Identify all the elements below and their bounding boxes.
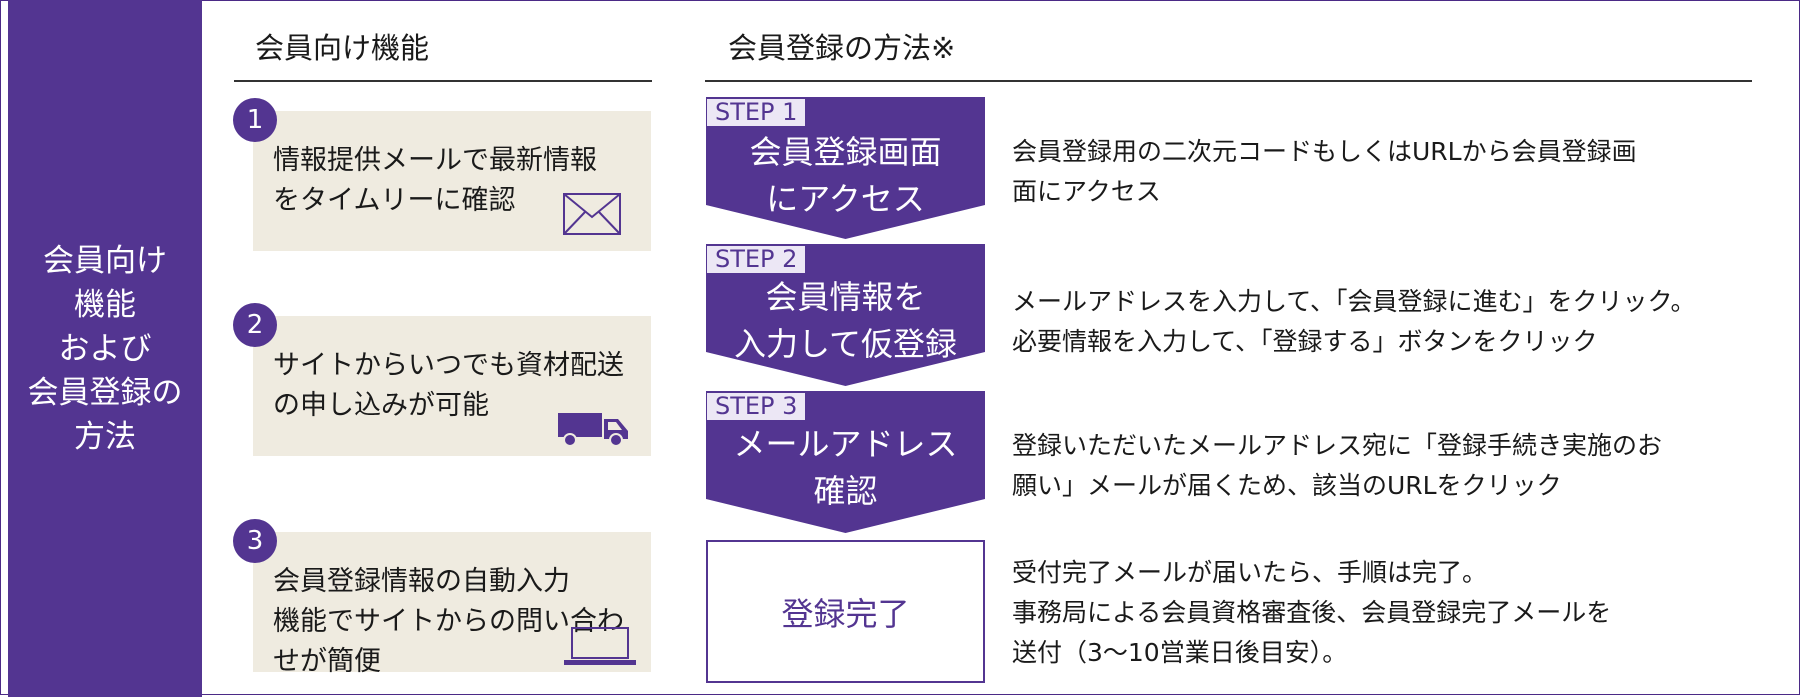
step-1-title: 会員登録画面 にアクセス — [749, 133, 942, 218]
completion-box: 登録完了 — [706, 540, 985, 683]
feature-text-3: 会員登録情報の自動入力 機能でサイトからの問い合わ せが簡便 — [273, 566, 624, 677]
step-1-label: STEP 1 — [706, 98, 807, 127]
feature-card-1: 情報提供メールで最新情報 をタイムリーに確認 — [253, 111, 651, 251]
feature-number-2: 2 — [233, 303, 277, 347]
step-3-chevron — [706, 391, 985, 533]
feature-card-2: サイトからいつでも資材配送 の申し込みが可能 — [253, 316, 651, 456]
feature-text-1: 情報提供メールで最新情報 をタイムリーに確認 — [273, 145, 597, 216]
feature-number-1: 1 — [233, 98, 277, 142]
feature-card-3: 会員登録情報の自動入力 機能でサイトからの問い合わ せが簡便 — [253, 532, 651, 677]
sidebar-panel: 会員向け 機能 および 会員登録の 方法 — [8, 0, 202, 697]
step-1-description: 会員登録用の二次元コードもしくはURLから会員登録画 面にアクセス — [1012, 137, 1637, 206]
step-2-chevron — [706, 244, 985, 386]
truck-icon — [558, 413, 628, 447]
sidebar-title: 会員向け 機能 および 会員登録の 方法 — [27, 242, 183, 455]
step-3-description: 登録いただいたメールアドレス宛に「登録手続き実施のお 願い」メールが届くため、該… — [1012, 431, 1663, 500]
registration-heading-rule — [705, 80, 1752, 82]
registration-heading: 会員登録の方法※ — [728, 31, 956, 65]
features-heading: 会員向け機能 — [255, 31, 430, 65]
step-3-title: メールアドレス 確認 — [733, 425, 958, 510]
laptop-icon — [564, 627, 636, 665]
completion-title: 登録完了 — [781, 594, 910, 633]
step-2-label: STEP 2 — [706, 245, 807, 274]
feature-number-3: 3 — [233, 519, 277, 563]
step-2-title: 会員情報を 入力して仮登録 — [733, 278, 958, 363]
step-1-chevron — [706, 97, 985, 239]
envelope-icon — [563, 193, 621, 235]
completion-description: 受付完了メールが届いたら、手順は完了。 事務局による会員資格審査後、会員登録完了… — [1012, 558, 1612, 667]
feature-text-2: サイトからいつでも資材配送 の申し込みが可能 — [273, 350, 624, 421]
features-heading-rule — [234, 80, 652, 82]
step-2-description: メールアドレスを入力して、「会員登録に進む」をクリック。 必要情報を入力して、「… — [1012, 287, 1696, 356]
step-3-label: STEP 3 — [706, 392, 807, 421]
